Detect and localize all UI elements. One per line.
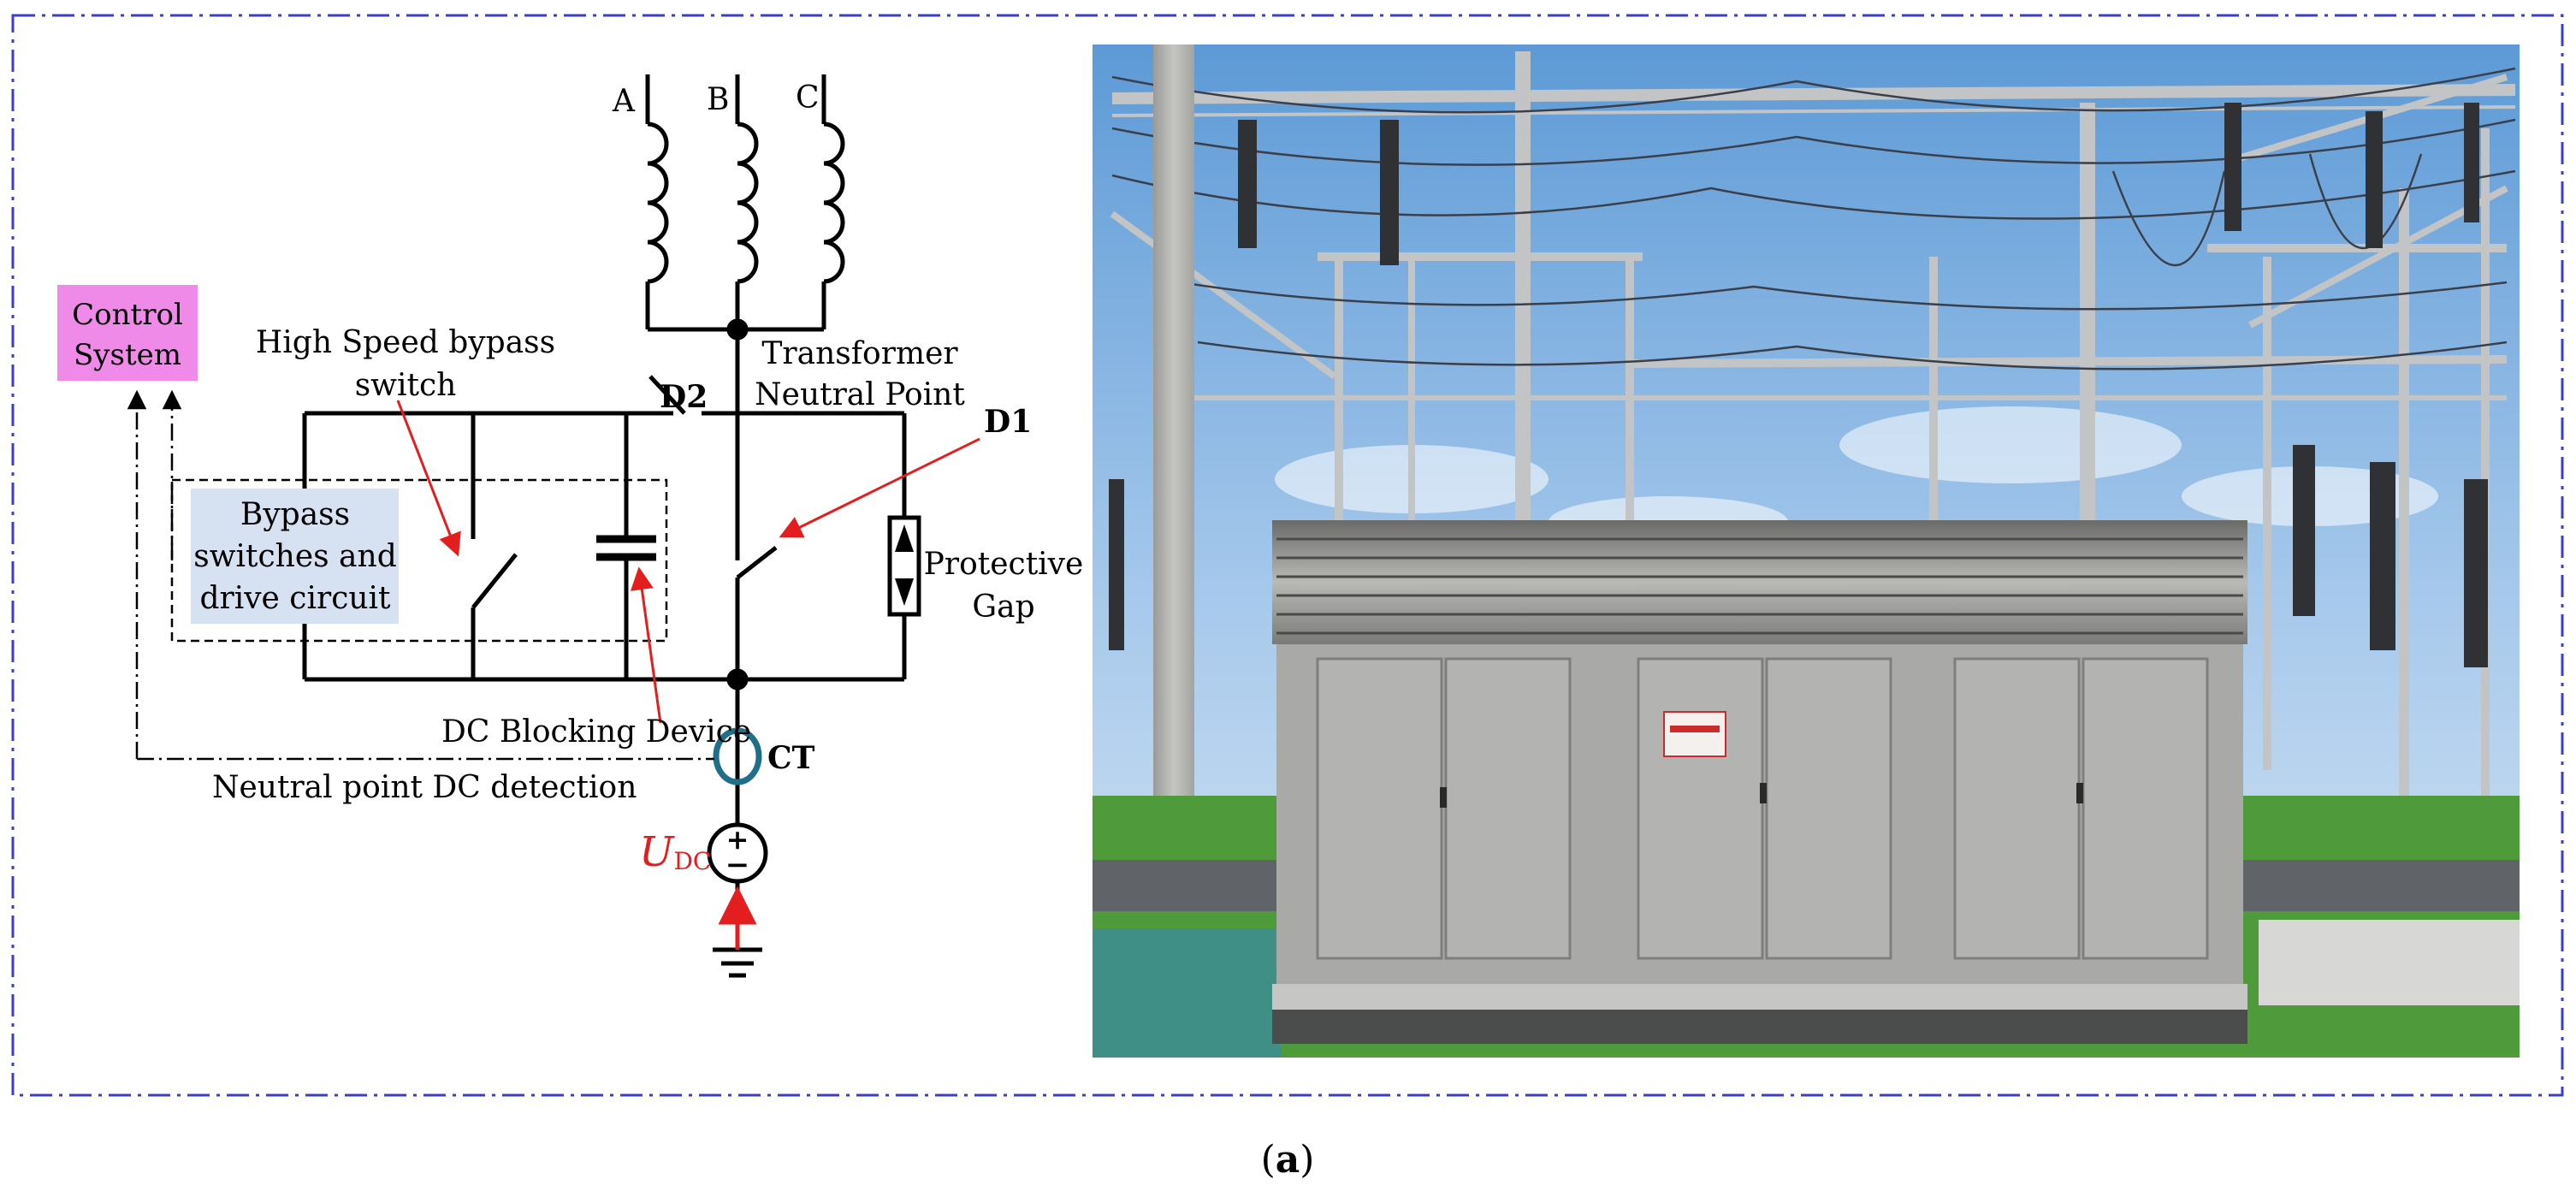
bypass-box-label-1: Bypass xyxy=(240,497,350,532)
bypass-box-label-3: drive circuit xyxy=(199,581,391,616)
ct-symbol xyxy=(713,727,762,785)
bypass-switch-blade xyxy=(471,553,518,609)
figure-caption: (a) xyxy=(1261,1138,1315,1182)
photo-cabinet-roof xyxy=(1272,520,2247,644)
d2-switch-blade xyxy=(648,375,686,415)
d1-label: D1 xyxy=(984,404,1032,440)
photo-warning-sign xyxy=(1663,711,1726,757)
annotation-arrows xyxy=(396,400,980,724)
bypass-drive-box xyxy=(191,489,399,624)
phase-c-label: C xyxy=(796,80,820,116)
protective-gap-label-1: Protective xyxy=(924,547,1084,582)
figure-frame xyxy=(11,14,2564,1097)
substation-photo xyxy=(1093,44,2520,1058)
circuit-diagram xyxy=(302,74,921,978)
phase-b-winding xyxy=(735,74,759,329)
transformer-neutral-label-1: Transformer xyxy=(761,336,958,371)
dc-plus-sign: + xyxy=(726,823,749,856)
phase-a-winding xyxy=(645,74,669,329)
bypass-switch-label-2: switch xyxy=(355,368,457,403)
neutral-detection-label: Neutral point DC detection xyxy=(212,770,637,805)
udc-label: UDC xyxy=(639,828,711,876)
photo-conductors xyxy=(1111,67,2516,370)
ct-label: CT xyxy=(767,740,815,776)
dc-minus-sign: − xyxy=(725,848,750,882)
dc-blocking-label: DC Blocking Device xyxy=(441,714,751,750)
photo-insulators xyxy=(1109,103,2488,667)
bypass-dashed-boundary xyxy=(170,478,668,643)
signal-lines xyxy=(127,389,714,761)
photo-cabinet-doors xyxy=(1316,657,2209,960)
bypass-switch-label-1: High Speed bypass xyxy=(256,325,555,360)
control-system-label-2: System xyxy=(74,338,181,372)
bypass-box-label-2: switches and xyxy=(193,539,397,574)
control-system-box xyxy=(57,285,198,381)
protective-gap-label-2: Gap xyxy=(972,590,1034,625)
control-system-label-1: Control xyxy=(72,298,183,332)
phase-b-label: B xyxy=(707,82,729,117)
transformer-neutral-label-2: Neutral Point xyxy=(755,377,965,412)
d2-label: D2 xyxy=(660,379,708,415)
phase-a-label: A xyxy=(612,84,636,119)
d1-switch-blade xyxy=(736,546,778,579)
phase-c-winding xyxy=(821,74,845,329)
